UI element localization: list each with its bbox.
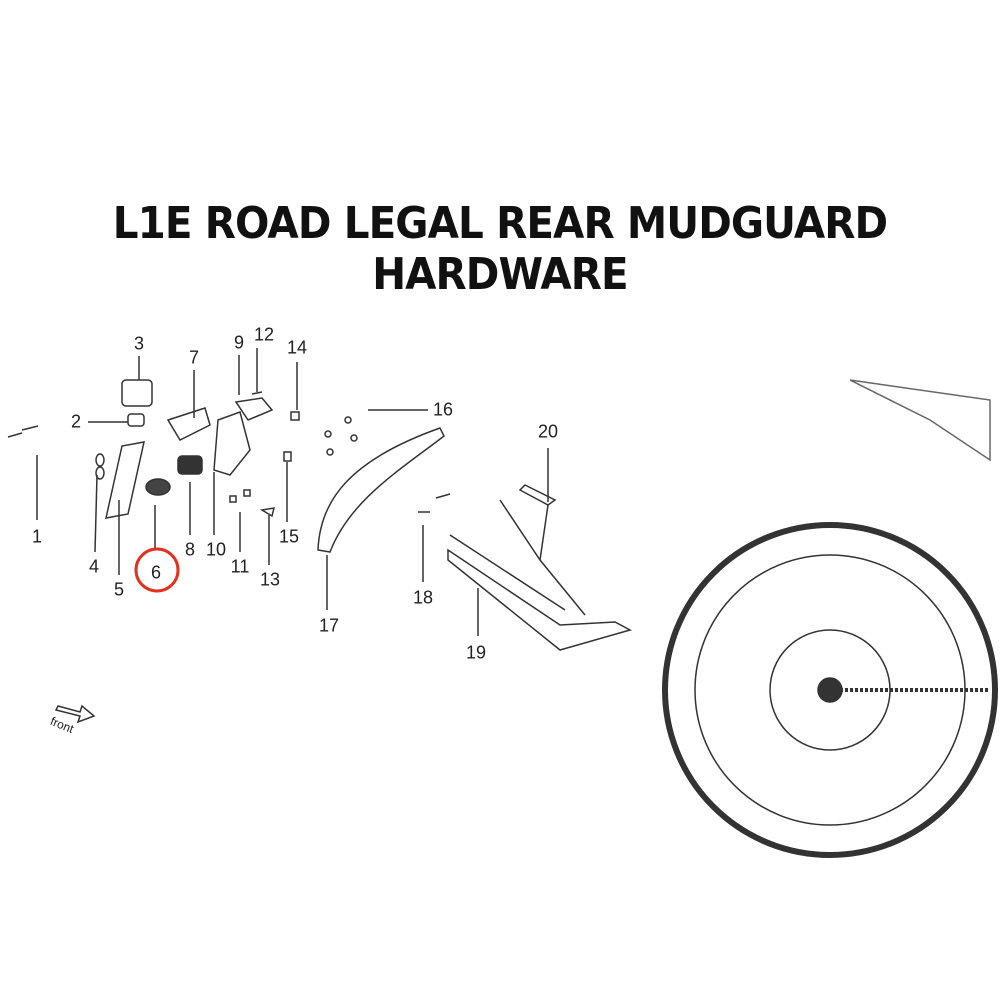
part-nut-14 — [290, 411, 300, 421]
diagram-title: L1E ROAD LEGAL REAR MUDGUARD HARDWARE — [112, 198, 888, 300]
callout-2: 2 — [70, 411, 82, 432]
callout-11: 11 — [230, 556, 250, 577]
callout-6: 6 — [150, 562, 162, 583]
callout-19: 19 — [465, 642, 487, 663]
part-indicator-8 — [177, 455, 203, 475]
callout-5: 5 — [113, 579, 125, 600]
part-screws-16 — [324, 416, 358, 456]
part-washers-4 — [95, 453, 105, 480]
front-arrow-icon — [54, 704, 96, 724]
callout-13: 13 — [259, 569, 281, 590]
part-license-light-3 — [121, 379, 153, 407]
part-bolts-1 — [7, 425, 39, 438]
callout-8: 8 — [184, 539, 196, 560]
callout-9: 9 — [233, 332, 245, 353]
callout-7: 7 — [188, 347, 200, 368]
callout-18: 18 — [412, 587, 434, 608]
leader-lines — [36, 348, 549, 636]
part-nut-15 — [283, 451, 292, 462]
part-indicator-6 — [145, 478, 171, 496]
part-clip-13 — [259, 507, 276, 518]
callout-14: 14 — [286, 337, 308, 358]
callout-15: 15 — [278, 526, 300, 547]
part-screw-12 — [251, 391, 263, 395]
part-mudguard-17 — [317, 427, 445, 553]
part-bracket-9 — [234, 397, 274, 421]
callout-10: 10 — [205, 539, 227, 560]
callout-4: 4 — [88, 556, 100, 577]
part-bracket-10 — [213, 411, 251, 476]
callout-3: 3 — [133, 333, 145, 354]
part-support-20 — [518, 484, 557, 561]
part-subframe-19 — [447, 499, 632, 651]
part-bracket-7 — [166, 407, 211, 441]
callout-16: 16 — [432, 399, 454, 420]
part-reflector-2 — [127, 413, 145, 427]
callout-17: 17 — [318, 615, 340, 636]
part-screws-18 — [418, 493, 451, 513]
callout-12: 12 — [253, 324, 275, 345]
part-nuts-11 — [229, 489, 251, 503]
part-plate-5 — [105, 441, 145, 519]
rear-wheel-illustration — [662, 379, 998, 858]
highlight-circle — [134, 547, 180, 593]
callout-20: 20 — [537, 421, 559, 442]
callout-1: 1 — [31, 526, 43, 547]
